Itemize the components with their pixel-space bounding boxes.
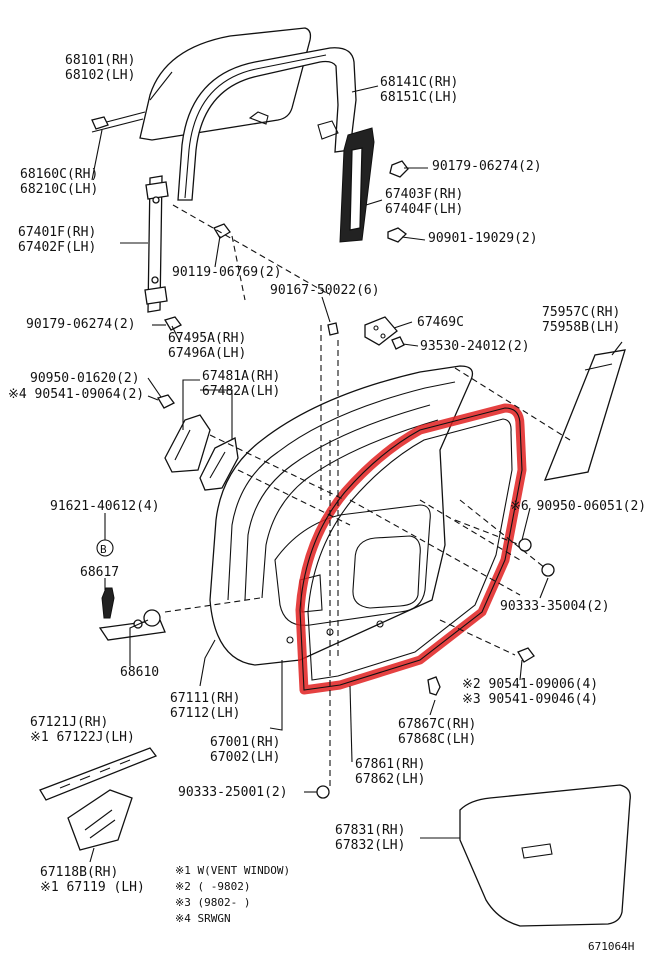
part-label-67121j: 67121J(RH)※1 67122J(LH) [30, 715, 135, 745]
footnote-4: ※4 SRWGN [175, 912, 231, 925]
part-label-67867c: 67867C(RH)67868C(LH) [398, 717, 476, 747]
part-label-90950a: 90950-01620(2) [30, 371, 140, 386]
part-label-68101: 68101(RH)68102(LH) [65, 53, 135, 83]
part-label-90119: 90119-06769(2) [172, 265, 282, 280]
part-label-67401f: 67401F(RH)67402F(LH) [18, 225, 96, 255]
part-label-90179a: 90179-06274(2) [432, 159, 542, 174]
part-label-68141c: 68141C(RH)68151C(LH) [380, 75, 458, 105]
part-label-67495a: 67495A(RH)67496A(LH) [168, 331, 246, 361]
part-label-67403f: 67403F(RH)67404F(LH) [385, 187, 463, 217]
part-label-90333a: 90333-35004(2) [500, 599, 610, 614]
lower-fastener-illustrations [316, 538, 555, 799]
hole-cover-illustration [67, 789, 133, 851]
footnote-2: ※2 ( -9802) [175, 880, 250, 893]
reference-lines [164, 204, 571, 790]
part-label-90333b: 90333-25001(2) [178, 785, 288, 800]
part-label-90541a: ※4 90541-09064(2) [8, 387, 144, 402]
hinge-bracket-illustration [364, 316, 398, 346]
part-labels: 68101(RH)68102(LH) 68141C(RH)68151C(LH) … [8, 53, 646, 895]
leader-lines [89, 71, 623, 863]
part-label-93530: 93530-24012(2) [420, 339, 530, 354]
part-label-67861: 67861(RH)67862(LH) [355, 757, 425, 787]
door-trim-illustration [459, 784, 631, 927]
part-label-90167: 90167-50022(6) [270, 283, 380, 298]
part-label-68617: 68617 [80, 565, 119, 580]
part-label-68160c: 68160C(RH)68210C(LH) [20, 167, 98, 197]
part-label-67111: 67111(RH)67112(LH) [170, 691, 240, 721]
part-label-75957c: 75957C(RH)75958B(LH) [542, 305, 620, 335]
part-label-67001: 67001(RH)67002(LH) [210, 735, 280, 765]
pillar-garnish-illustration [543, 349, 626, 481]
glass-run-illustration [177, 47, 357, 201]
part-label-90179b: 90179-06274(2) [26, 317, 136, 332]
footnotes: ※1 W(VENT WINDOW) ※2 ( -9802) ※3 (9802- … [175, 864, 290, 925]
part-label-90901: 90901-19029(2) [428, 231, 538, 246]
part-label-90950b: ※6 90950-06051(2) [510, 499, 646, 514]
part-label-67118b: 67118B(RH)※1 67119 (LH) [40, 865, 145, 895]
drawing-number: 671064H [588, 940, 634, 953]
part-label-67831: 67831(RH)67832(LH) [335, 823, 405, 853]
weatherstrip-illustration [295, 403, 527, 695]
callout-b-label: B [100, 543, 107, 556]
footnote-1: ※1 W(VENT WINDOW) [175, 864, 290, 877]
mirror-cover-illustration [164, 414, 239, 491]
door-check-illustration [98, 587, 166, 641]
part-label-67469c: 67469C [417, 315, 464, 330]
bolt-illustrations [157, 223, 405, 409]
regulator-channel-illustration [339, 127, 409, 243]
part-label-67481a: 67481A(RH)67482A(LH) [202, 369, 280, 399]
part-label-90541b: ※2 90541-09006(4)※3 90541-09046(4) [462, 677, 598, 707]
footnote-3: ※3 (9802- ) [175, 896, 250, 909]
part-label-91621: 91621-40612(4) [50, 499, 160, 514]
part-label-68610: 68610 [120, 665, 159, 680]
belt-moulding-illustration [39, 747, 158, 801]
regulator-rail-illustration [144, 175, 169, 313]
callout-b-circle [96, 539, 114, 557]
